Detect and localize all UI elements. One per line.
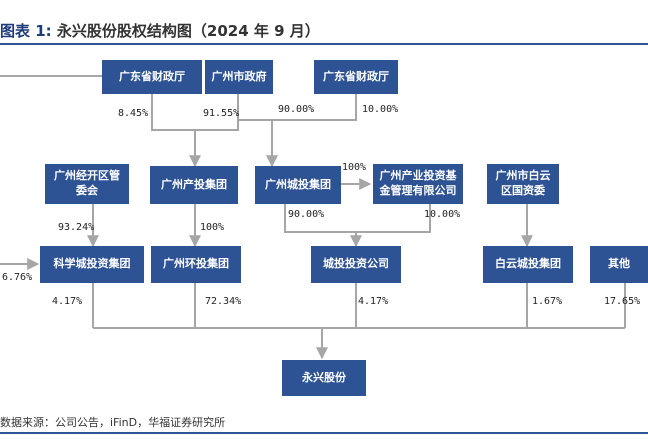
pct-baiyun-to-yx: 1.67% bbox=[532, 296, 563, 307]
box-baiyun-city-inv: 白云城投集团 bbox=[483, 246, 573, 283]
pct-gzii-to-env: 100% bbox=[200, 222, 225, 233]
source-note: 数据来源：公司公告，iFinD，华福证券研究所 bbox=[0, 416, 226, 429]
chart-title: 图表 1: 永兴股份股权结构图（2024 年 9 月） bbox=[0, 20, 320, 41]
pct-fund-to-cii: 10.00% bbox=[424, 209, 461, 220]
box-gz-industry-inv: 广州产投集团 bbox=[150, 166, 238, 204]
bottom-rule bbox=[0, 432, 648, 434]
box-gz-econ-zone: 广州经开区管委会 bbox=[45, 164, 129, 204]
pct-gzci-to-fund: 100% bbox=[342, 162, 367, 173]
box-gz-env-inv: 广州环投集团 bbox=[151, 246, 241, 283]
edge-gzgov-to-gzci bbox=[237, 94, 278, 168]
box-others: 其他 bbox=[590, 246, 648, 283]
pct-others-to-yx: 17.65% bbox=[604, 296, 641, 307]
pct-cii-to-yx: 4.17% bbox=[358, 296, 389, 307]
pct-left-to-kx: 6.76% bbox=[2, 272, 33, 283]
box-gz-baiyun-sasac: 广州市白云区国资委 bbox=[487, 164, 559, 204]
box-gz-fund-mgmt: 广州产业投资基金管理有限公司 bbox=[373, 164, 463, 204]
edge-gdf2-to-gzci bbox=[272, 94, 357, 121]
pct-gzci-to-cii: 90.00% bbox=[288, 209, 325, 220]
pct-gzgov-to-gzii: 91.55% bbox=[203, 108, 240, 119]
pct-gdf2-to-gzci: 10.00% bbox=[362, 104, 399, 115]
box-kx-city-inv: 科学城投资集团 bbox=[40, 246, 144, 283]
pct-econ-to-kx: 93.24% bbox=[58, 222, 95, 233]
box-gd-finance-1: 广东省财政厅 bbox=[102, 60, 202, 94]
box-gd-finance-2: 广东省财政厅 bbox=[314, 60, 398, 94]
edge-gdf1-to-merge bbox=[151, 94, 195, 131]
pct-gzgov-to-gzci: 90.00% bbox=[278, 104, 315, 115]
box-yongxing: 永兴股份 bbox=[282, 360, 366, 396]
box-gz-city-inv: 广州城投集团 bbox=[255, 166, 341, 204]
box-city-inv-invest: 城投投资公司 bbox=[311, 246, 401, 283]
edge-fund-to-cii bbox=[356, 204, 431, 233]
pct-gdf1-to-gzii: 8.45% bbox=[118, 108, 149, 119]
box-gz-gov: 广州市政府 bbox=[205, 60, 273, 94]
figure-title: 永兴股份股权结构图（2024 年 9 月） bbox=[56, 22, 320, 40]
pct-kx-to-yx: 4.17% bbox=[52, 296, 83, 307]
figure-label: 图表 1: bbox=[0, 22, 52, 40]
edge-gzci-to-cii bbox=[284, 204, 356, 233]
top-rule bbox=[0, 43, 648, 45]
pct-env-to-yx: 72.34% bbox=[205, 296, 242, 307]
